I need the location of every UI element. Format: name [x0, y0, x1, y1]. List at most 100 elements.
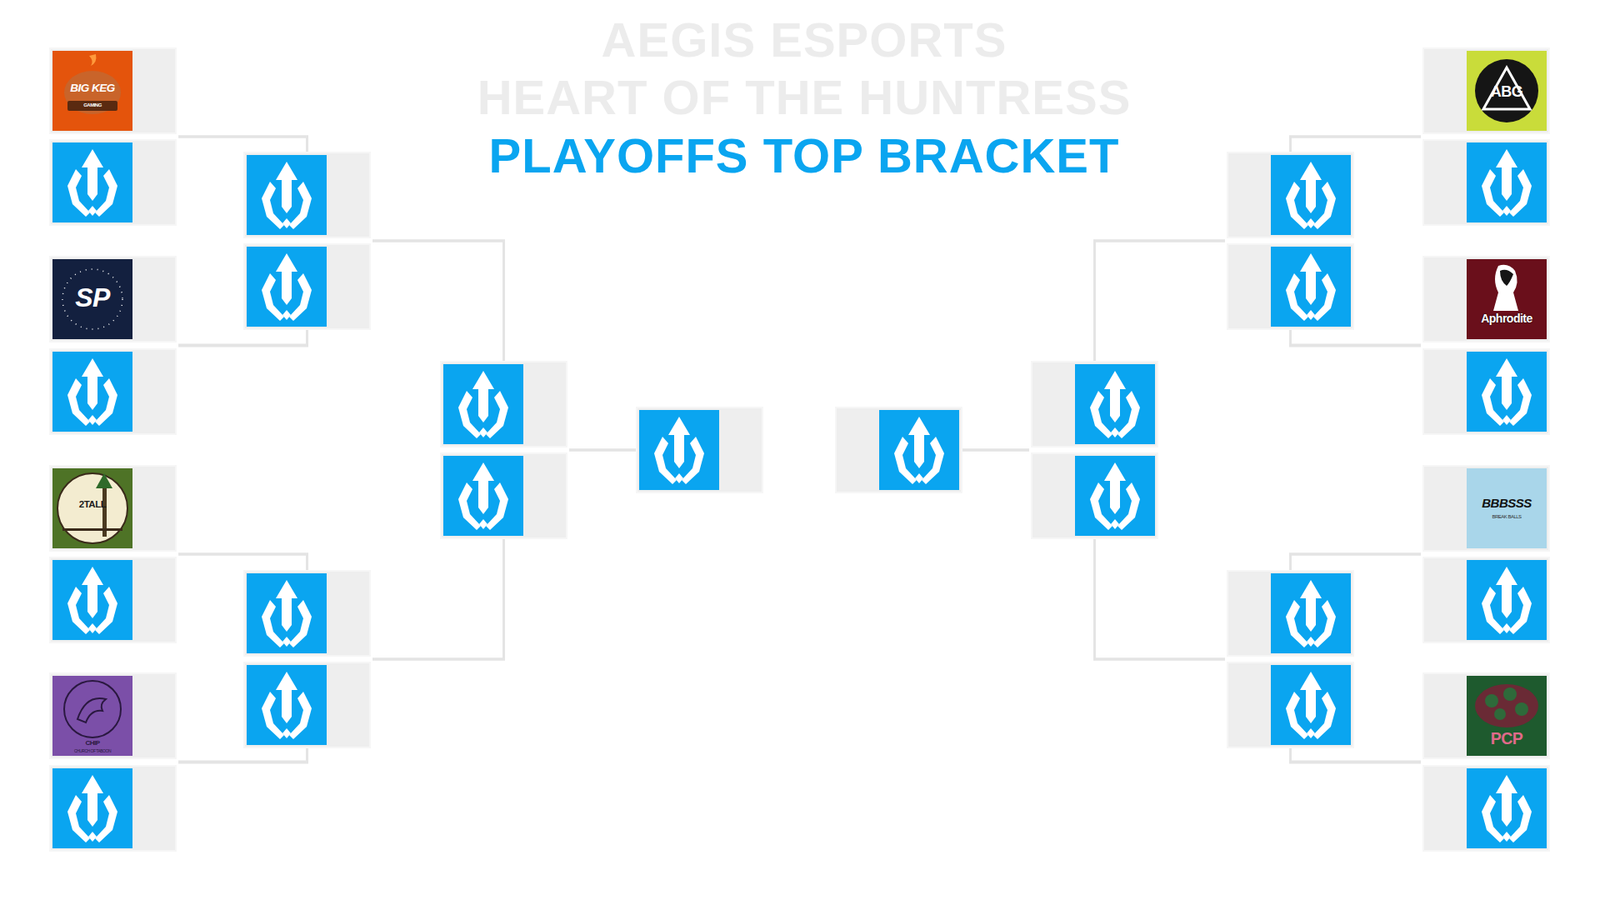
- team-name: BREAK BALLS: [1466, 514, 1547, 520]
- bracket-slot: [1032, 454, 1157, 538]
- bracket-title: HEART OF THE HUNTRESS: [477, 73, 1132, 122]
- team-logo: BIG KEG GAMING: [52, 50, 133, 131]
- bracket-connector: [178, 136, 308, 154]
- bracket-title: PLAYOFFS TOP BRACKET: [489, 131, 1120, 180]
- team-logo: SP: [52, 259, 133, 340]
- team-logo: [52, 351, 133, 432]
- bracket-connector: [1290, 554, 1422, 572]
- bracket-slot: [245, 663, 370, 747]
- bracket-connector: [178, 328, 308, 345]
- team-logo: [1466, 560, 1547, 640]
- bracket-slot: [50, 140, 175, 225]
- bracket-connector: [1095, 240, 1226, 363]
- team-logo: Aphrodite: [1466, 259, 1547, 340]
- team-logo: [246, 665, 327, 745]
- team-logo: CHIP CHURCH OF TABOON: [52, 675, 133, 756]
- bracket-connector: [1290, 136, 1422, 154]
- team-logo: [1466, 768, 1547, 849]
- team-name: SP: [52, 284, 133, 311]
- team-logo: [443, 364, 524, 445]
- bracket-slot: [50, 766, 175, 850]
- bracket-connector: [178, 746, 308, 762]
- bracket-connector: [178, 328, 308, 346]
- bracket-slot: 2TALL: [50, 466, 175, 550]
- team-logo: [246, 246, 327, 327]
- team-logo: [246, 155, 327, 235]
- bracket-slot: [245, 245, 370, 329]
- bracket-slot: [1424, 766, 1549, 850]
- team-name: GAMING: [52, 102, 133, 108]
- bracket-slot: [1228, 571, 1353, 655]
- bracket-slot: [1032, 362, 1157, 446]
- team-logo: [443, 455, 524, 536]
- bracket-slot: [836, 408, 961, 492]
- team-logo: [1270, 246, 1351, 327]
- bracket-connector: [372, 537, 505, 660]
- bracket-slot: [245, 153, 370, 237]
- team-name: CHIP: [52, 740, 133, 747]
- team-name: BIG KEG: [52, 82, 133, 95]
- bracket-slot: [1228, 153, 1353, 237]
- team-logo: [639, 410, 720, 490]
- bracket-connector: [960, 449, 1030, 452]
- bracket-slot: SP: [50, 257, 175, 341]
- team-logo: BBBSSS BREAK BALLS: [1466, 468, 1547, 549]
- team-name: ABG: [1466, 84, 1547, 100]
- bracket-connector: [569, 449, 638, 452]
- team-logo: [1270, 573, 1351, 654]
- bracket-title: AEGIS ESPORTS: [601, 15, 1008, 65]
- bracket-connector: [1290, 746, 1422, 762]
- team-logo: [1466, 142, 1547, 223]
- team-name: Aphrodite: [1466, 312, 1547, 325]
- team-name: BBBSSS: [1466, 496, 1547, 510]
- bracket-connector: [178, 136, 308, 154]
- bracket-connector: [178, 554, 308, 572]
- bracket-slot: [1228, 663, 1353, 747]
- bracket-slot: [50, 350, 175, 434]
- team-logo: ABG: [1466, 50, 1547, 131]
- bracket-connector: [1095, 240, 1226, 363]
- bracket-slot: [245, 571, 370, 655]
- team-logo: 2TALL: [52, 468, 133, 549]
- bracket-connector: [1095, 537, 1226, 660]
- team-name: CHURCH OF TABOON: [52, 749, 133, 754]
- team-logo: [1466, 351, 1547, 432]
- bracket-slot: Aphrodite: [1424, 257, 1549, 341]
- bracket-connector: [1290, 136, 1422, 154]
- bracket-connector: [960, 449, 1030, 452]
- team-name: 2TALL: [52, 500, 133, 510]
- bracket-connector: [1290, 746, 1422, 763]
- bracket-slot: [1228, 245, 1353, 329]
- team-name: PCP: [1466, 730, 1547, 748]
- bracket-connector: [178, 554, 308, 572]
- bracket-slot: BIG KEG GAMING: [50, 49, 175, 133]
- team-logo: [52, 142, 133, 223]
- bracket-slot: [1424, 140, 1549, 225]
- bracket-slot: ABG: [1424, 49, 1549, 133]
- bracket-connector: [372, 537, 505, 660]
- team-logo: [52, 768, 133, 849]
- bracket-connector: [1290, 328, 1422, 345]
- bracket-connector: [372, 240, 505, 363]
- team-logo: [879, 410, 960, 490]
- bracket-connector: [1095, 537, 1226, 660]
- bracket-slot: [1424, 558, 1549, 642]
- bracket-slot: [441, 362, 566, 446]
- team-logo: [1075, 455, 1155, 536]
- bracket-slot: PCP: [1424, 674, 1549, 758]
- bracket-connector: [178, 746, 308, 763]
- team-logo: [52, 560, 133, 640]
- team-logo: [1270, 665, 1351, 745]
- team-logo: PCP: [1466, 675, 1547, 756]
- bracket-slot: [50, 558, 175, 642]
- bracket-slot: BBBSSS BREAK BALLS: [1424, 466, 1549, 550]
- team-logo: [246, 573, 327, 654]
- team-logo: [1075, 364, 1155, 445]
- bracket-connector: [569, 449, 638, 452]
- bracket-slot: [637, 408, 762, 492]
- team-logo: [1270, 155, 1351, 235]
- bracket-slot: CHIP CHURCH OF TABOON: [50, 674, 175, 758]
- bracket-slot: [1424, 350, 1549, 434]
- bracket-slot: [441, 454, 566, 538]
- bracket-connector: [1290, 554, 1422, 572]
